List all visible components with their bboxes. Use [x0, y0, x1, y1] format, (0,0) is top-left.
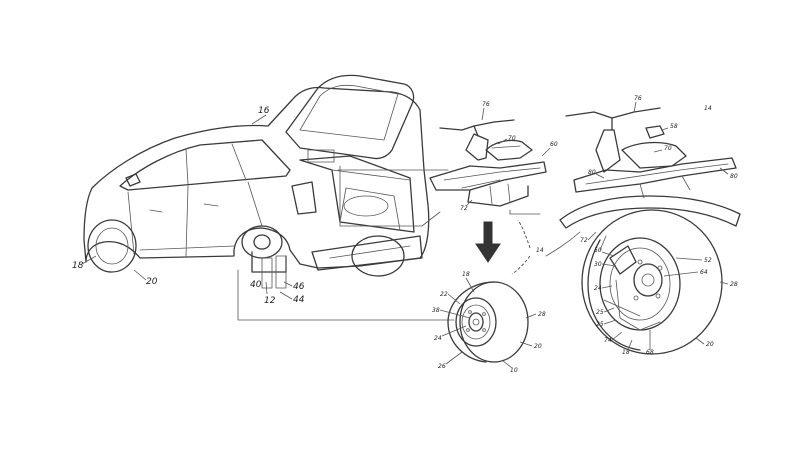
ref-label: 46 — [293, 282, 305, 292]
ref-label: 24 — [434, 335, 442, 342]
ref-label: 25 — [596, 321, 604, 328]
ref-label: 12 — [264, 296, 276, 306]
ref-label: 28 — [730, 281, 738, 288]
ref-label: 74 — [604, 337, 612, 344]
ref-label: 40 — [250, 280, 262, 290]
ref-label: 20 — [706, 341, 714, 348]
large-unicycle-reference-numerals: 76 14 58 70 80 80 72 50 30 24 64 28 25 2… — [580, 95, 738, 356]
ref-label: 26 — [438, 363, 446, 370]
ref-label: 14 — [704, 105, 712, 112]
ref-label: 72 — [460, 205, 468, 212]
ref-label: 22 — [440, 291, 448, 298]
wheel-reference-numerals: 18 22 38 24 28 20 26 10 — [432, 271, 546, 374]
ref-label: 14 — [536, 247, 544, 254]
ref-label: 76 — [482, 101, 490, 108]
ref-label: 18 — [622, 349, 630, 356]
ref-label: 38 — [432, 307, 440, 314]
ref-label: 30 — [594, 261, 602, 268]
ref-label: 68 — [646, 349, 654, 356]
ref-label: 70 — [508, 135, 516, 142]
ref-label: 16 — [258, 106, 270, 116]
ref-label: 28 — [538, 311, 546, 318]
ref-label: 70 — [664, 145, 672, 152]
connector-lines — [237, 165, 541, 321]
car-drawing — [83, 74, 430, 289]
small-unicycle-reference-numerals: 76 70 60 72 — [460, 101, 558, 212]
ref-label: 80 — [588, 169, 596, 176]
ref-label: 44 — [293, 295, 305, 305]
ref-label: 64 — [700, 269, 708, 276]
ref-label: 76 — [634, 95, 642, 102]
ref-label: 52 — [704, 257, 712, 264]
ref-label: 10 — [510, 367, 518, 374]
ref-label: 18 — [462, 271, 470, 278]
car-reference-numerals: 16 18 20 40 12 46 44 — [72, 106, 305, 306]
large-unicycle-drawing — [559, 107, 741, 355]
ref-label: 18 — [72, 261, 84, 271]
small-unicycle-drawing — [429, 119, 547, 207]
ref-label: 72 — [580, 237, 588, 244]
ref-label: 24 — [594, 285, 602, 292]
wheel-drawing — [447, 281, 529, 363]
ref-label: 25 — [596, 309, 604, 316]
ref-label: 20 — [146, 277, 158, 287]
ref-label: 80 — [730, 173, 738, 180]
ref-label: 50 — [594, 247, 602, 254]
ref-label: 20 — [534, 343, 542, 350]
ref-label: 60 — [550, 141, 558, 148]
ref-label: 58 — [670, 123, 678, 130]
down-arrow-icon — [475, 221, 501, 263]
connector-14: 14 — [511, 219, 581, 275]
